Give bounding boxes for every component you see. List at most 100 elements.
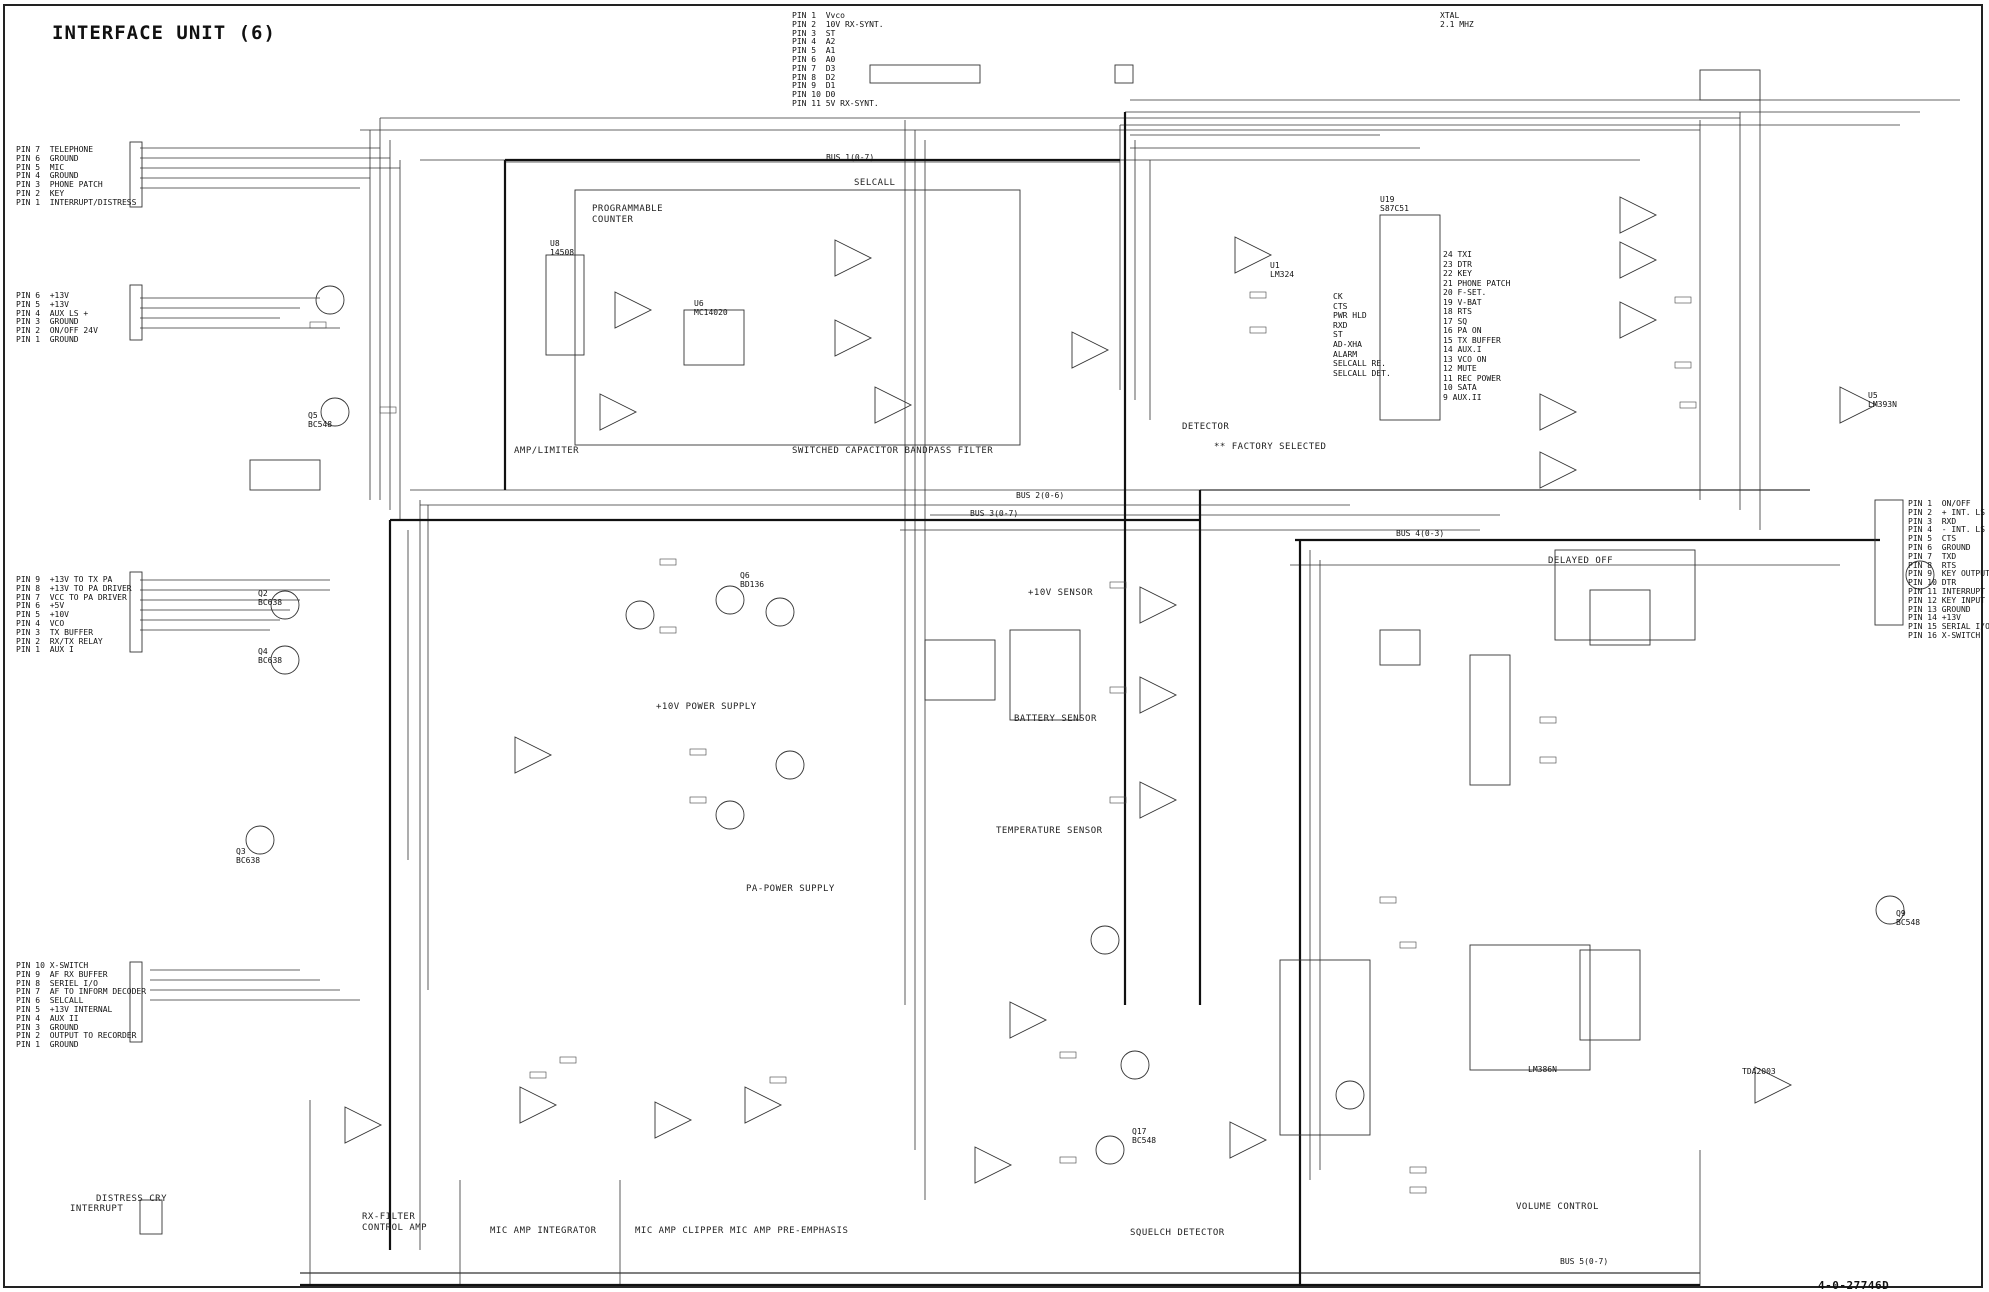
- label-rx-filter: RX-FILTER CONTROL AMP: [362, 1212, 428, 1233]
- part-u19: U19 S87C51: [1380, 195, 1409, 213]
- label-bus-2: BUS 2(0-6): [1016, 491, 1065, 500]
- label-10v-sensor: +10V SENSOR: [1028, 588, 1094, 598]
- resistor-symbol: [379, 406, 397, 414]
- resistor-symbol: [1539, 716, 1557, 724]
- label-mic-amp-pre-emphasis: MIC AMP PRE-EMPHASIS: [730, 1226, 849, 1236]
- label-temperature-sensor: TEMPERATURE SENSOR: [996, 826, 1103, 836]
- transistor-symbol: [320, 397, 350, 427]
- resistor-symbol: [689, 796, 707, 804]
- op-amp-symbol: [1539, 451, 1578, 489]
- label-interrupt: INTERRUPT: [70, 1204, 124, 1214]
- resistor-symbol: [1109, 796, 1127, 804]
- op-amp-symbol: [344, 1106, 383, 1144]
- op-amp-symbol: [1139, 676, 1178, 714]
- label-bandpass: SWITCHED CAPACITOR BANDPASS FILTER: [792, 446, 994, 456]
- label-amp-limiter: AMP/LIMITER: [514, 446, 580, 456]
- crystal-label: XTAL 2.1 MHZ: [1440, 11, 1474, 29]
- label-selcall: SELCALL: [854, 178, 896, 188]
- resistor-symbol: [659, 626, 677, 634]
- page-title: INTERFACE UNIT (6): [52, 22, 276, 44]
- part-u6: U6 MC14020: [694, 299, 728, 317]
- transistor-symbol: [1875, 895, 1905, 925]
- label-detector: DETECTOR: [1182, 422, 1230, 432]
- part-q5: Q5 BC548: [308, 411, 333, 429]
- op-amp-symbol: [1071, 331, 1110, 369]
- part-lm324: U1 LM324: [1270, 261, 1295, 279]
- resistor-symbol: [1674, 296, 1692, 304]
- resistor-symbol: [1674, 361, 1692, 369]
- resistor-symbol: [1409, 1186, 1427, 1194]
- resistor-symbol: [1249, 291, 1267, 299]
- resistor-symbol: [1679, 401, 1697, 409]
- transistor-symbol: [1120, 1050, 1150, 1080]
- resistor-symbol: [1379, 896, 1397, 904]
- resistor-symbol: [1059, 1051, 1077, 1059]
- op-amp-symbol: [1139, 781, 1178, 819]
- op-amp-symbol: [874, 386, 913, 424]
- label-volume-control: VOLUME CONTROL: [1516, 1202, 1599, 1212]
- op-amp-symbol: [1839, 386, 1878, 424]
- part-q4: Q4 BC638: [258, 647, 283, 665]
- label-bus-1: BUS 1(0-7): [826, 153, 875, 162]
- label-squelch-detector: SQUELCH DETECTOR: [1130, 1228, 1225, 1238]
- op-amp-symbol: [514, 736, 553, 774]
- resistor-symbol: [529, 1071, 547, 1079]
- connector-p4-pins: PIN 10 X-SWITCH PIN 9 AF RX BUFFER PIN 8…: [16, 961, 147, 1050]
- op-amp-symbol: [1229, 1121, 1268, 1159]
- part-u8: U8 14508: [550, 239, 575, 257]
- op-amp-symbol: [1619, 301, 1658, 339]
- part-tda2003: TDA2003: [1742, 1067, 1776, 1076]
- part-lm386: LM386N: [1528, 1065, 1557, 1074]
- resistor-symbol: [559, 1056, 577, 1064]
- u19-right-pins: 24 TXI 23 DTR 22 KEY 21 PHONE PATCH 20 F…: [1443, 250, 1511, 402]
- resistor-symbol: [309, 321, 327, 329]
- resistor-symbol: [689, 748, 707, 756]
- transistor-symbol: [270, 590, 300, 620]
- op-amp-symbol: [974, 1146, 1013, 1184]
- label-10v-power-supply: +10V POWER SUPPLY: [656, 702, 757, 712]
- resistor-symbol: [1249, 326, 1267, 334]
- label-programmable-counter: PROGRAMMABLE COUNTER: [592, 204, 664, 225]
- resistor-symbol: [769, 1076, 787, 1084]
- label-mic-amp-clipper: MIC AMP CLIPPER: [635, 1226, 724, 1236]
- resistor-symbol: [1109, 581, 1127, 589]
- part-q9: Q9 BC548: [1896, 909, 1921, 927]
- resistor-symbol: [1109, 686, 1127, 694]
- op-amp-symbol: [1619, 196, 1658, 234]
- part-q6: Q6 BD136: [740, 571, 765, 589]
- label-bus-3: BUS 3(0-7): [970, 509, 1019, 518]
- op-amp-symbol: [744, 1086, 783, 1124]
- connector-p7-pins: PIN 1 ON/OFF PIN 2 + INT. LS PIN 3 RXD P…: [1908, 499, 1989, 640]
- resistor-symbol: [1399, 941, 1417, 949]
- op-amp-symbol: [834, 239, 873, 277]
- op-amp-symbol: [1539, 393, 1578, 431]
- resistor-symbol: [1409, 1166, 1427, 1174]
- resistor-symbol: [1539, 756, 1557, 764]
- label-bus-4: BUS 4(0-3): [1396, 529, 1445, 538]
- connector-p2-pins: PIN 1 Vvco PIN 2 10V RX-SYNT. PIN 3 ST P…: [792, 11, 884, 108]
- part-q17: Q17 BC548: [1132, 1127, 1157, 1145]
- transistor-symbol: [715, 585, 745, 615]
- label-mic-amp-integrator: MIC AMP INTEGRATOR: [490, 1226, 597, 1236]
- part-q2: Q2 BC638: [258, 589, 283, 607]
- op-amp-symbol: [614, 291, 653, 329]
- transistor-symbol: [715, 800, 745, 830]
- op-amp-symbol: [1139, 586, 1178, 624]
- drawing-number: 4-0-27746D: [1818, 1279, 1890, 1292]
- op-amp-symbol: [834, 319, 873, 357]
- label-pa-power-supply: PA-POWER SUPPLY: [746, 884, 835, 894]
- label-delayed-off: DELAYED OFF: [1548, 556, 1614, 566]
- transistor-symbol: [775, 750, 805, 780]
- transistor-symbol: [1090, 925, 1120, 955]
- op-amp-symbol: [599, 393, 638, 431]
- resistor-symbol: [659, 558, 677, 566]
- op-amp-symbol: [654, 1101, 693, 1139]
- op-amp-symbol: [1754, 1066, 1793, 1104]
- connector-p5-pins: PIN 6 +13V PIN 5 +13V PIN 4 AUX LS + PIN…: [16, 291, 98, 344]
- part-q3: Q3 BC638: [236, 847, 261, 865]
- connector-p6-pins: PIN 7 TELEPHONE PIN 6 GROUND PIN 5 MIC P…: [16, 145, 137, 207]
- label-distress-cry: DISTRESS CRY: [96, 1194, 168, 1204]
- label-factory-selected: ** FACTORY SELECTED: [1214, 442, 1327, 452]
